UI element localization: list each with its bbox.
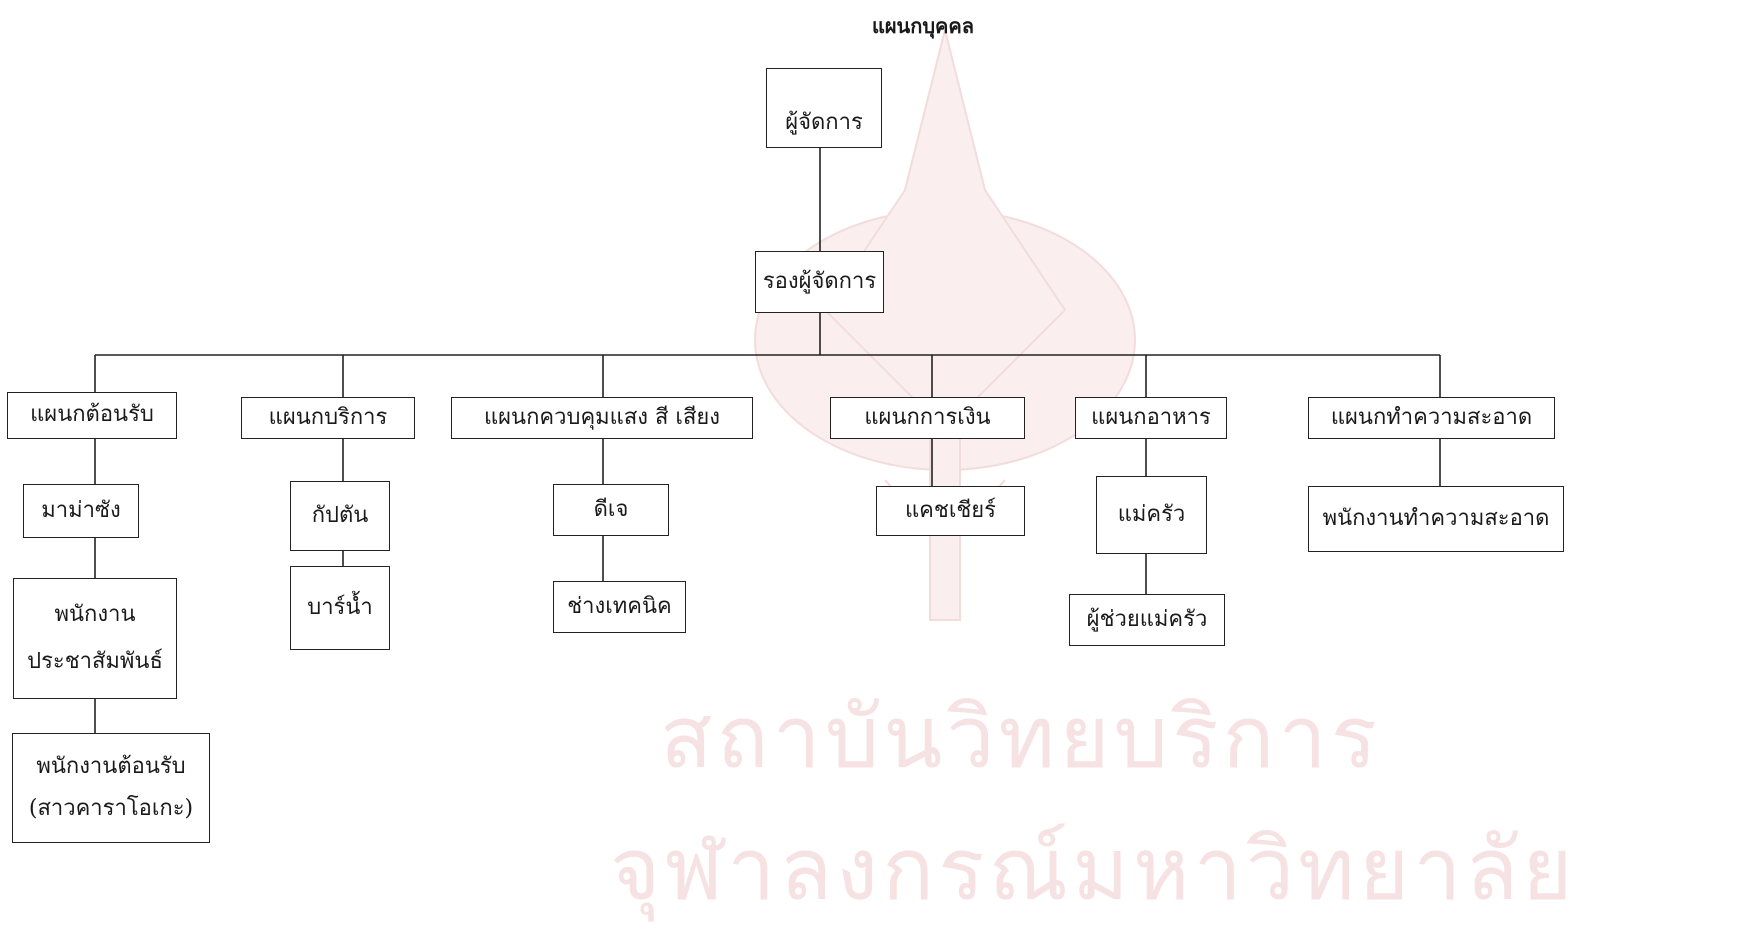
node-label: ช่างเทคนิค bbox=[567, 593, 672, 619]
node-deputy-manager: รองผู้จัดการ bbox=[755, 251, 884, 313]
node-captain: กัปตัน bbox=[290, 481, 390, 551]
node-finance-dept: แผนกการเงิน bbox=[830, 397, 1025, 439]
node-pr-staff: พนักงาน ประชาสัมพันธ์ bbox=[13, 578, 177, 699]
node-label-line2: (สาวคาราโอเกะ) bbox=[28, 796, 194, 821]
chart-title: แผนกบุคคล bbox=[871, 14, 975, 38]
node-label: พนักงานทำความสะอาด bbox=[1322, 505, 1550, 531]
node-label-line1: พนักงาน bbox=[54, 602, 136, 628]
node-label: แม่ครัว bbox=[1117, 501, 1186, 527]
node-food-dept: แผนกอาหาร bbox=[1075, 397, 1227, 439]
node-reception-dept: แผนกต้อนรับ bbox=[7, 392, 177, 439]
node-cleaning-dept: แผนกทำความสะอาด bbox=[1308, 397, 1555, 439]
node-label-line1: พนักงานต้อนรับ bbox=[36, 753, 186, 779]
node-label: แผนกทำความสะอาด bbox=[1330, 404, 1533, 430]
node-label: บาร์น้ำ bbox=[307, 594, 373, 620]
node-mamasan: มาม่าซัง bbox=[23, 484, 139, 538]
node-label: มาม่าซัง bbox=[41, 497, 121, 523]
node-label: แผนกควบคุมแสง สี เสียง bbox=[483, 404, 721, 430]
node-reception-staff: พนักงานต้อนรับ (สาวคาราโอเกะ) bbox=[12, 733, 210, 843]
node-label: ผู้ช่วยแม่ครัว bbox=[1086, 606, 1208, 632]
node-label: รองผู้จัดการ bbox=[762, 268, 877, 294]
node-dj: ดีเจ bbox=[553, 484, 669, 536]
node-label: แผนกบริการ bbox=[268, 404, 388, 430]
node-water-bar: บาร์น้ำ bbox=[290, 566, 390, 650]
node-label: กัปตัน bbox=[311, 502, 369, 528]
node-light-sound-dept: แผนกควบคุมแสง สี เสียง bbox=[451, 397, 753, 439]
node-label: แคชเชียร์ bbox=[905, 497, 996, 523]
node-service-dept: แผนกบริการ bbox=[241, 397, 415, 439]
node-manager: ผู้จัดการ bbox=[766, 68, 882, 148]
node-label: แผนกการเงิน bbox=[864, 404, 991, 430]
node-technician: ช่างเทคนิค bbox=[553, 581, 686, 633]
node-label: แผนกอาหาร bbox=[1091, 404, 1211, 430]
node-label: ผู้จัดการ bbox=[785, 109, 863, 135]
node-cook: แม่ครัว bbox=[1096, 476, 1207, 554]
node-cashier: แคชเชียร์ bbox=[876, 486, 1025, 536]
node-cook-assistant: ผู้ช่วยแม่ครัว bbox=[1069, 594, 1225, 646]
node-label: แผนกต้อนรับ bbox=[30, 402, 154, 428]
node-cleaning-staff: พนักงานทำความสะอาด bbox=[1308, 486, 1564, 552]
node-label-line2: ประชาสัมพันธ์ bbox=[27, 648, 163, 674]
node-label: ดีเจ bbox=[593, 496, 629, 522]
